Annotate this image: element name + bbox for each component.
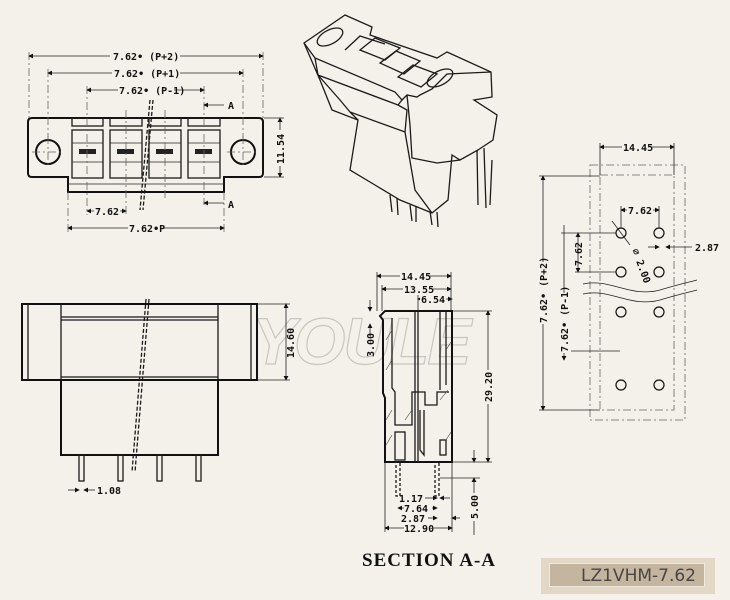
pcb-dim-pitch-h: 7.62 — [628, 206, 652, 217]
pins — [78, 454, 202, 482]
pcb-dim-pitch-v: 7.62 — [574, 242, 585, 266]
dim-13-55: 13.55 — [404, 285, 434, 296]
section-title: SECTION A-A — [362, 550, 496, 571]
dim-7-64: 7.64 — [404, 504, 428, 515]
dim-p-plus-1: 7.62• (P+1) — [114, 69, 180, 80]
pcb-dim-hole: ⌀ 2.00 — [629, 247, 652, 285]
dim-p-plus-2: 7.62• (P+2) — [113, 52, 179, 63]
section-marker-top: A — [228, 101, 234, 112]
dim-3-00: 3.00 — [366, 333, 377, 357]
dim-5-00: 5.00 — [470, 495, 481, 519]
dim-pitch: 7.62 — [95, 207, 119, 218]
dim-2-87: 2.87 — [401, 514, 425, 525]
dim-14-45: 14.45 — [401, 272, 431, 283]
dim-pin-width: 1.08 — [97, 486, 121, 497]
dim-6-54: 6.54 — [421, 295, 445, 306]
section-marker-bottom: A — [228, 200, 234, 211]
pcb-dim-p-minus-1: 7.62• (P-1) — [560, 286, 571, 352]
part-number: LZ1VHM-7.62 — [549, 563, 705, 587]
isometric-view — [303, 14, 498, 228]
dim-12-90: 12.90 — [404, 524, 434, 535]
dim-height-14-60: 14.60 — [286, 328, 297, 358]
pcb-dim-p-plus-2: 7.62• (P+2) — [539, 257, 550, 323]
pcb-layout: 14.45 7.62 2.87 7.62 ⌀ 2.00 7.62• (P+2) … — [536, 141, 719, 421]
dim-29-20: 29.20 — [484, 372, 495, 402]
dim-p-minus-1: 7.62• (P-1) — [119, 86, 185, 97]
side-view: 14.60 1.08 — [21, 298, 297, 497]
pcb-dim-offset: 2.87 — [695, 243, 719, 254]
section-view: 14.45 13.55 6.54 3.00 29.20 5.00 1.17 7.… — [362, 270, 496, 571]
front-view: 7.62• (P+2) 7.62• (P+1) 7.62• (P-1) A A … — [27, 49, 287, 235]
dim-height-11-54: 11.54 — [276, 134, 287, 164]
dim-total: 7.62•P — [129, 224, 165, 235]
part-number-plate: LZ1VHM-7.62 — [541, 558, 715, 594]
dim-1-17: 1.17 — [399, 494, 423, 505]
watermark: YOULE — [252, 304, 473, 378]
pcb-dim-width: 14.45 — [623, 143, 653, 154]
